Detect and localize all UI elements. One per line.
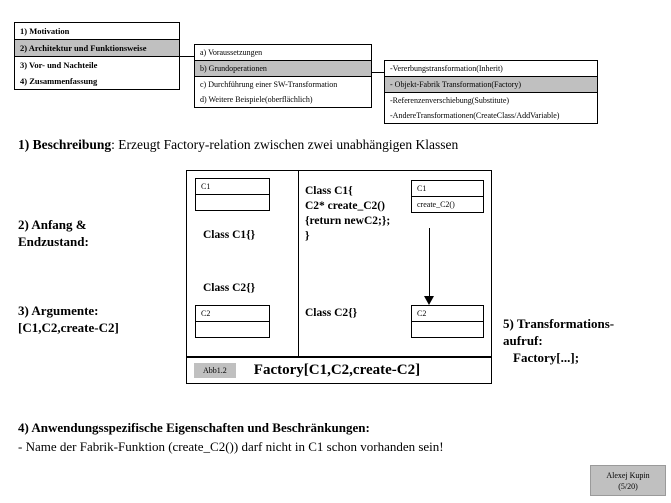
label-anfang-line2: Endzustand: bbox=[18, 234, 89, 249]
footer-author-name: Alexej Kupin bbox=[606, 471, 650, 480]
section-4-block: 4) Anwendungsspezifische Eigenschaften u… bbox=[18, 418, 444, 456]
uml-class-members bbox=[196, 195, 269, 210]
nav-box-sub: a) Voraussetzungen b) Grundoperationen c… bbox=[194, 44, 372, 108]
figure-title: Factory[C1,C2,create-C2] bbox=[253, 362, 421, 378]
code-line-3: {return newC2;}; bbox=[305, 215, 391, 227]
nav-item-inherit[interactable]: -Vererbungstransformation(Inherit) bbox=[390, 64, 503, 73]
nav-box-transformations: -Vererbungstransformation(Inherit) - Obj… bbox=[384, 60, 598, 124]
uml-class-box-c2-before: C2 bbox=[195, 305, 270, 338]
uml-class-box-c2-after: C2 bbox=[411, 305, 484, 338]
nav-item-vorteile[interactable]: 3) Vor- und Nachteile bbox=[20, 60, 98, 70]
uml-class-members bbox=[412, 322, 483, 337]
uml-class-members bbox=[196, 322, 269, 337]
code-class-c2-before: Class C2{} bbox=[203, 282, 256, 294]
description-heading: Beschreibung bbox=[32, 137, 112, 152]
nav-box-main: 1) Motivation 2) Architektur und Funktio… bbox=[14, 22, 180, 90]
label-argumente-line1: 3) Argumente: bbox=[18, 303, 99, 318]
label-anfang-line1: 2) Anfang & bbox=[18, 217, 87, 232]
section-4-constraint: - Name der Fabrik-Funktion (create_C2())… bbox=[18, 439, 444, 454]
connector-line-1 bbox=[180, 56, 194, 57]
code-line-1: Class C1{ bbox=[305, 185, 353, 197]
label-argumente: 3) Argumente: [C1,C2,create-C2] bbox=[18, 302, 119, 336]
footer-author-box: Alexej Kupin (5/20) bbox=[590, 465, 666, 496]
dependency-arrow-line bbox=[429, 228, 430, 298]
code-line-4: } bbox=[305, 230, 310, 242]
description-line: 1) Beschreibung: Erzeugt Factory-relatio… bbox=[18, 137, 458, 153]
footer-page-number: (5/20) bbox=[618, 482, 638, 491]
label-aufruf-line2: aufruf: bbox=[503, 333, 543, 348]
nav-item-andere[interactable]: -AndereTransformationen(CreateClass/AddV… bbox=[390, 111, 560, 120]
nav-item-factory[interactable]: - Objekt-Fabrik Transformation(Factory) bbox=[385, 76, 597, 93]
description-number: 1) bbox=[18, 137, 33, 152]
label-aufruf-line1: 5) Transformations- bbox=[503, 316, 615, 331]
code-class-c2-after: Class C2{} bbox=[305, 307, 358, 319]
uml-class-name: C1 bbox=[412, 181, 483, 197]
nav-item-durchfuehrung[interactable]: c) Durchführung einer SW-Transformation bbox=[200, 80, 338, 89]
section-4-heading: 4) Anwendungsspezifische Eigenschaften u… bbox=[18, 420, 370, 435]
figure-tag: Abb1.2 bbox=[194, 363, 236, 378]
nav-item-beispiele[interactable]: d) Weitere Beispiele(oberflächlich) bbox=[200, 95, 313, 104]
label-argumente-line2: [C1,C2,create-C2] bbox=[18, 320, 119, 335]
code-line-2: C2* create_C2() bbox=[305, 200, 385, 212]
label-anfang-endzustand: 2) Anfang & Endzustand: bbox=[18, 216, 89, 250]
nav-item-motivation[interactable]: 1) Motivation bbox=[20, 26, 70, 36]
nav-item-voraussetzungen[interactable]: a) Voraussetzungen bbox=[200, 48, 263, 57]
uml-class-name: C2 bbox=[412, 306, 483, 322]
figure-caption-bar: Abb1.2 Factory[C1,C2,create-C2] bbox=[186, 357, 492, 384]
diagram-divider bbox=[298, 171, 299, 357]
nav-item-zusammenfassung[interactable]: 4) Zusammenfassung bbox=[20, 76, 98, 86]
uml-class-members: create_C2() bbox=[417, 200, 455, 209]
uml-class-box-c1-after: C1 create_C2() bbox=[411, 180, 484, 213]
uml-class-name: C1 bbox=[196, 179, 269, 195]
label-aufruf-call: Factory[...]; bbox=[513, 350, 580, 365]
description-text: : Erzeugt Factory-relation zwischen zwei… bbox=[111, 137, 459, 152]
connector-line-2 bbox=[372, 72, 384, 73]
dependency-arrow-head-icon bbox=[424, 296, 434, 305]
code-class-c1-before: Class C1{} bbox=[203, 229, 256, 241]
label-transformationsaufruf: 5) Transformations- aufruf: Factory[...]… bbox=[503, 315, 614, 366]
uml-class-box-c1-before: C1 bbox=[195, 178, 270, 211]
nav-item-substitute[interactable]: -Referenzenverschiebung(Substitute) bbox=[390, 96, 510, 105]
uml-class-name: C2 bbox=[196, 306, 269, 322]
code-class-c1-after: Class C1{ C2* create_C2() {return newC2;… bbox=[305, 184, 390, 244]
nav-item-architektur[interactable]: 2) Architektur und Funktionsweise bbox=[15, 39, 179, 57]
nav-item-grundoperationen[interactable]: b) Grundoperationen bbox=[195, 60, 371, 77]
